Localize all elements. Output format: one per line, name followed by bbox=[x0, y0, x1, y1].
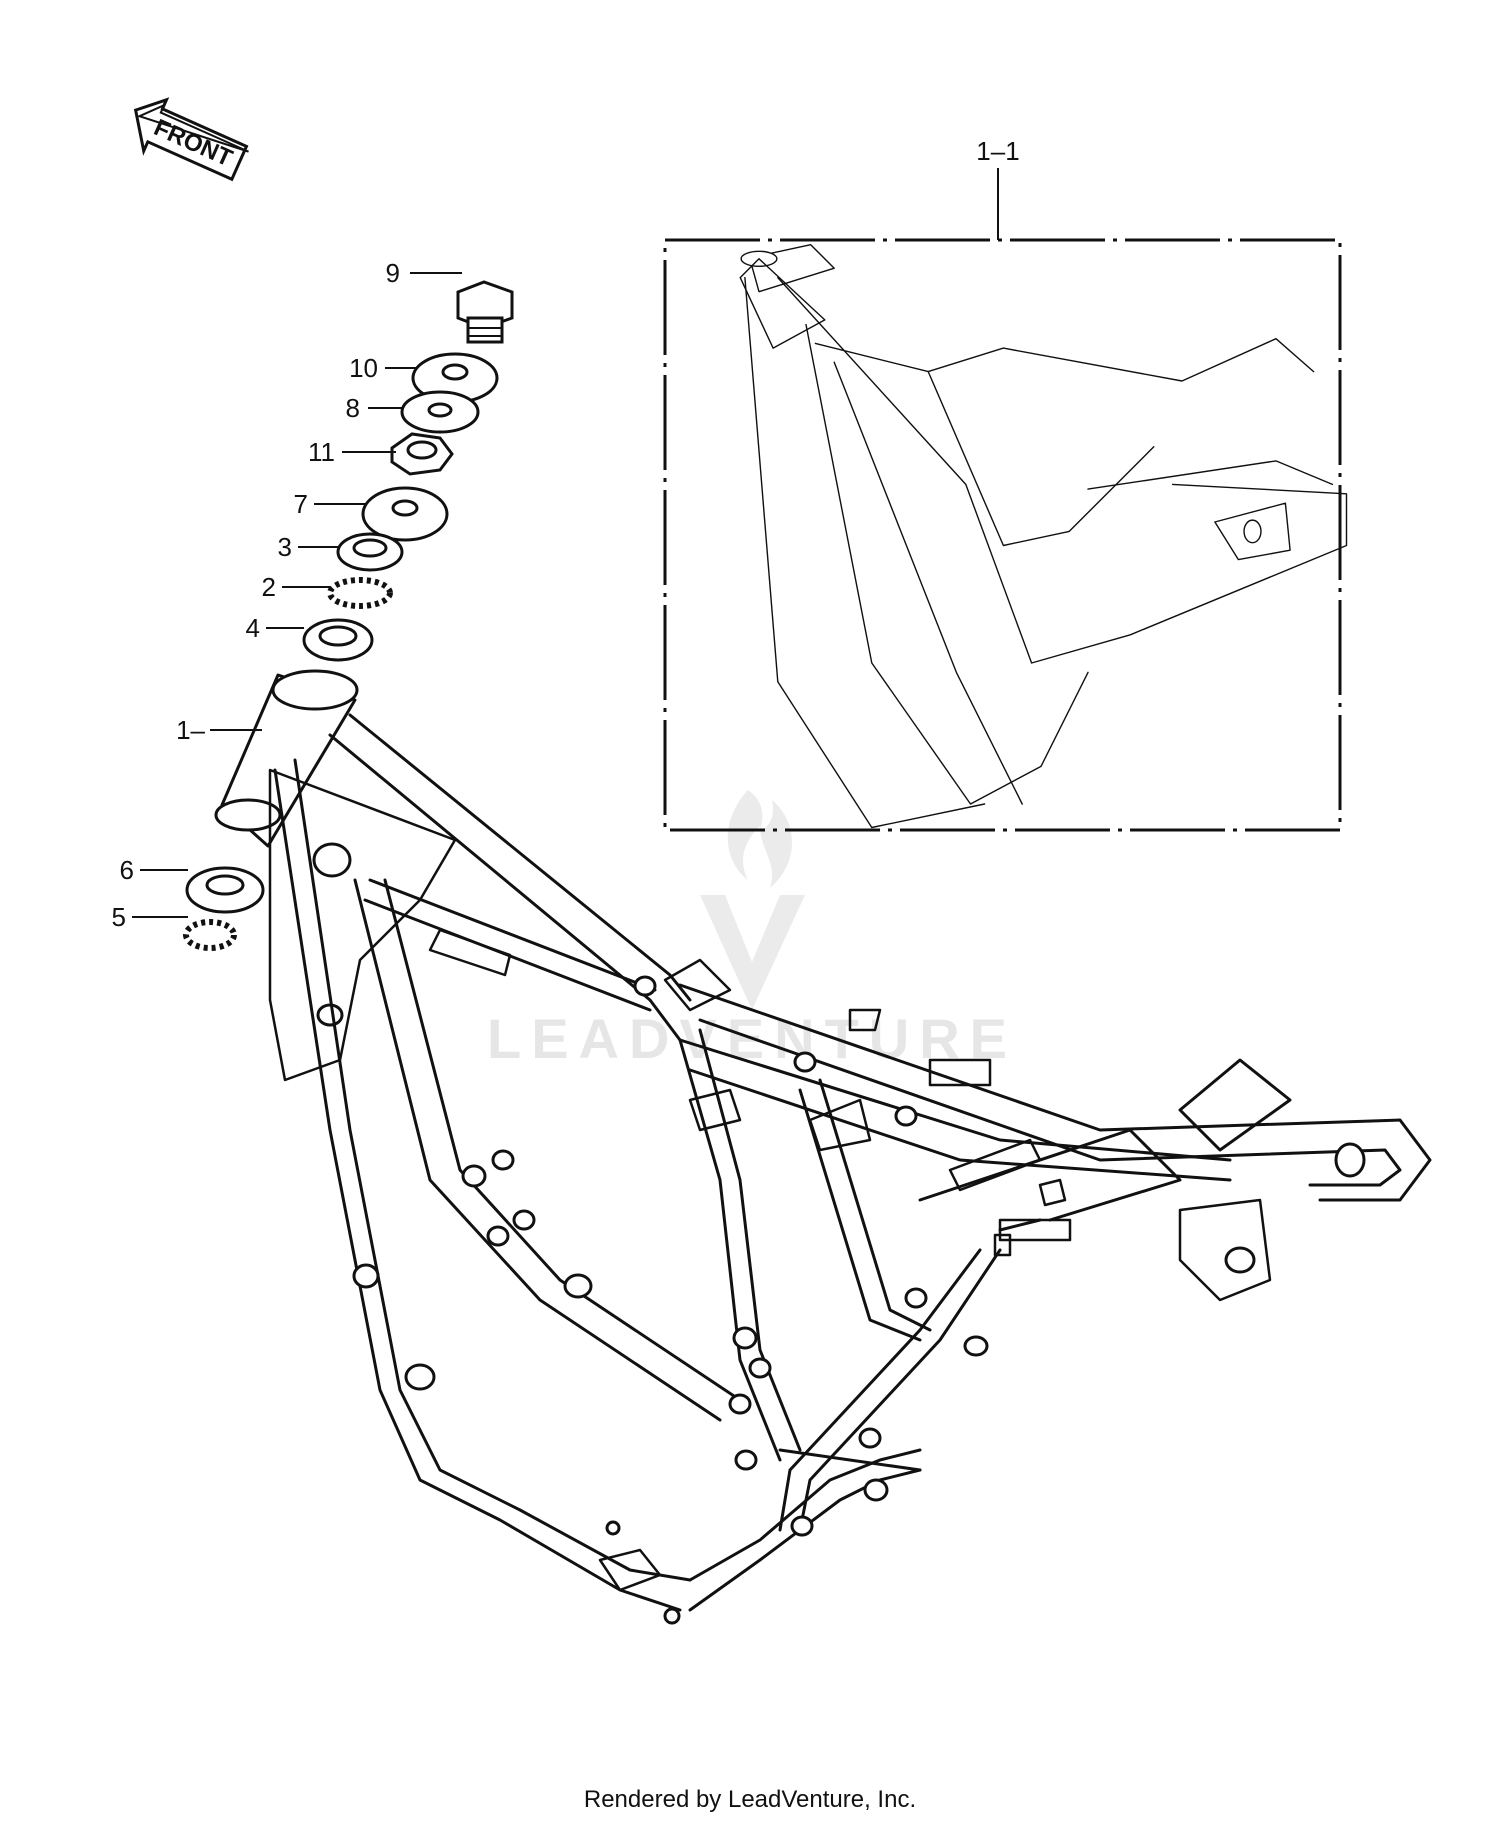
head-tube-top bbox=[271, 669, 359, 711]
main-frame bbox=[214, 669, 1432, 1625]
front-arrow-icon bbox=[133, 97, 249, 182]
callout-label-1: 1– bbox=[176, 715, 205, 745]
callout-label-1-1: 1–1 bbox=[976, 136, 1019, 166]
part-3-race bbox=[336, 532, 404, 572]
part-7-cap bbox=[361, 486, 449, 542]
leadventure-flame-logo-icon bbox=[700, 790, 805, 1010]
footer-credit: Rendered by LeadVenture, Inc. bbox=[583, 1786, 917, 1813]
callout-label-8: 8 bbox=[346, 393, 360, 423]
part-11-nut bbox=[390, 432, 454, 476]
part-9-bolt bbox=[456, 280, 514, 344]
callout-label-5: 5 bbox=[112, 902, 126, 932]
callout-label-7: 7 bbox=[294, 489, 308, 519]
front-arrow: FRONT bbox=[133, 97, 249, 182]
callout-label-3: 3 bbox=[278, 532, 292, 562]
part-8-washer bbox=[400, 390, 480, 434]
part-5-steel-balls bbox=[183, 919, 237, 951]
callout-label-4: 4 bbox=[246, 613, 260, 643]
part-4-cup bbox=[302, 618, 374, 662]
callout-label-6: 6 bbox=[120, 855, 134, 885]
inset-frame-assembly: 1–1 bbox=[663, 136, 1348, 832]
callout-label-9: 9 bbox=[386, 258, 400, 288]
callout-label-2: 2 bbox=[262, 572, 276, 602]
callout-leaders bbox=[132, 272, 462, 918]
part-6-race bbox=[185, 866, 265, 914]
part-2-steel-balls bbox=[327, 577, 393, 609]
callout-label-11: 11 bbox=[308, 437, 335, 467]
steering-parts bbox=[183, 280, 514, 951]
inset-frame-drawing bbox=[739, 243, 1348, 829]
callout-label-10: 10 bbox=[349, 353, 378, 383]
callout-labels: 9 10 8 11 7 3 2 4 1– 6 5 bbox=[112, 258, 400, 932]
